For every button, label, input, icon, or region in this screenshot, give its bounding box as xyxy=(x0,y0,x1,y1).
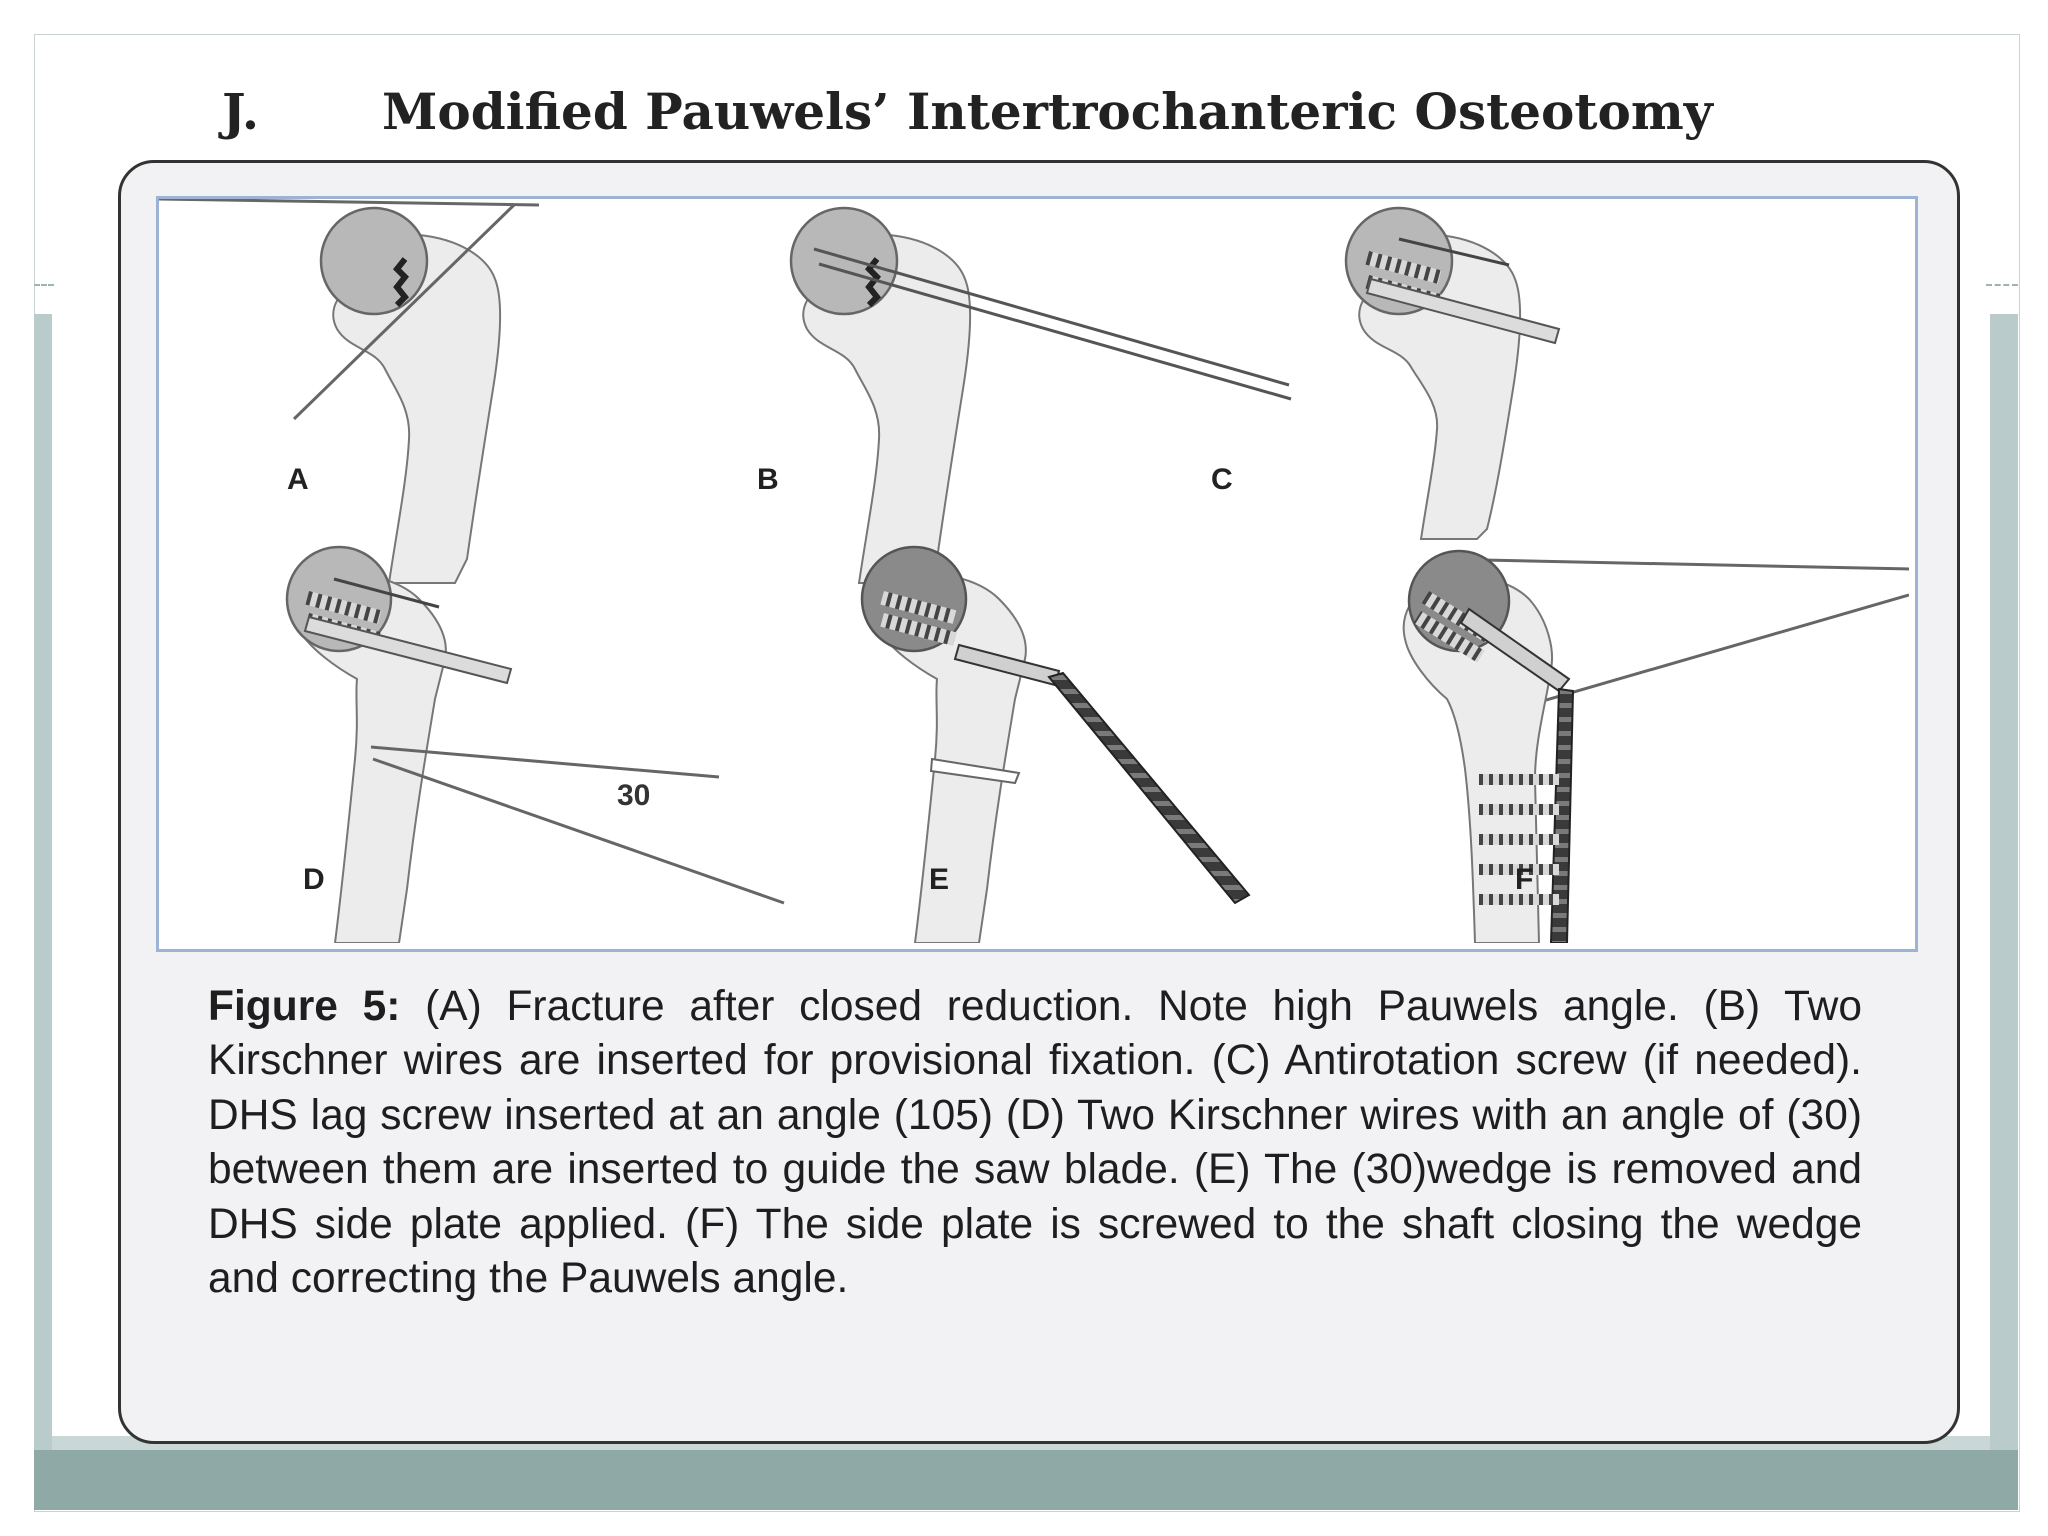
figure-caption-text: (A) Fracture after closed reduction. Not… xyxy=(208,983,1862,1303)
femur-panel-d: 30 D xyxy=(285,545,785,943)
plate-screws xyxy=(1479,774,1559,905)
slide-side-band-right xyxy=(1990,314,2018,1460)
panel-label-c: C xyxy=(1211,463,1233,496)
slide-bottom-band xyxy=(34,1450,2018,1510)
femur-panel-e: E xyxy=(860,545,1251,943)
panel-label-f: F xyxy=(1515,863,1533,896)
figure-caption-label: Figure 5: xyxy=(208,983,401,1030)
femur-panel-c: C xyxy=(1211,206,1561,540)
femur-panel-a: A xyxy=(159,199,540,584)
angle-label-30: 30 xyxy=(617,779,650,812)
slide-title-text: Modified Pauwels’ Intertrochanteric Oste… xyxy=(382,82,1713,141)
slide-divider-right xyxy=(1986,284,2018,286)
femur-panel-f: F xyxy=(1402,549,1909,943)
panel-label-a: A xyxy=(287,463,309,496)
panel-label-b: B xyxy=(757,463,779,496)
femur-panel-b: B xyxy=(757,206,1292,584)
slide-title-prefix: J. xyxy=(222,82,260,141)
panel-label-d: D xyxy=(303,863,325,896)
figure-caption: Figure 5: (A) Fracture after closed redu… xyxy=(208,980,1862,1306)
figure-illustration-panel: A B C 30 D xyxy=(156,196,1918,952)
panel-label-e: E xyxy=(929,863,949,896)
slide-side-band-left xyxy=(34,314,52,1460)
slide-divider-left xyxy=(34,284,54,286)
slide-title: J. Modified Pauwels’ Intertrochanteric Os… xyxy=(222,82,1922,141)
